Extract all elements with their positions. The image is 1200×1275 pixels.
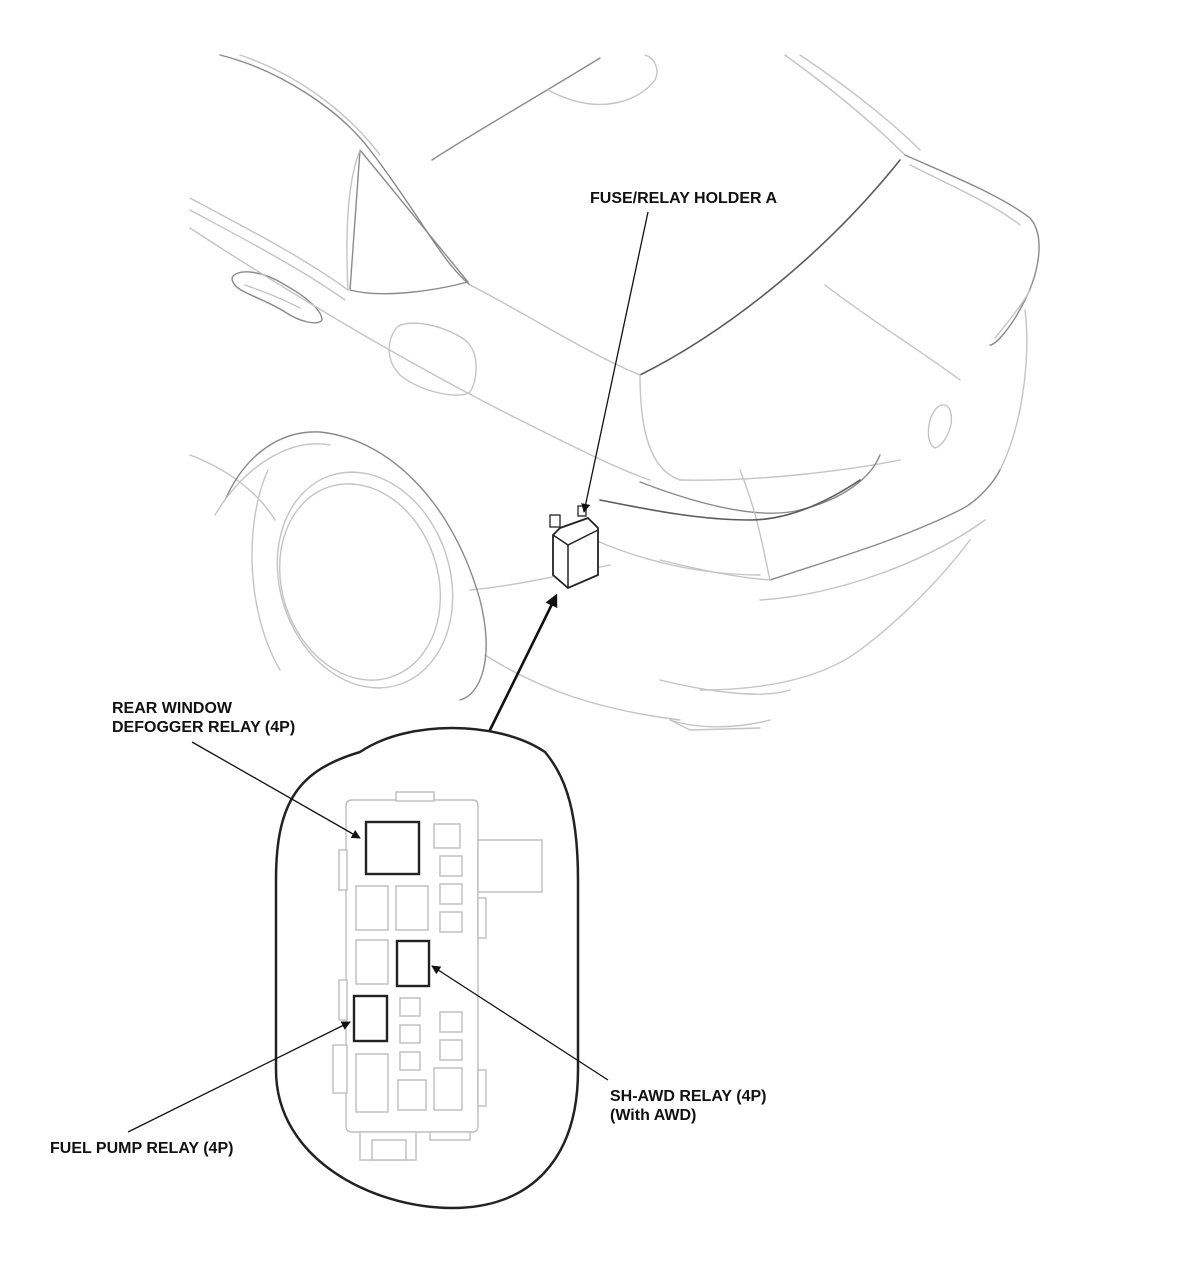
fuel-pump-leader — [127, 1021, 351, 1133]
shawd-leader — [431, 965, 609, 1081]
defogger-label-line2: DEFOGGER RELAY (4P) — [112, 719, 296, 736]
fuse-relay-holder-a — [549, 505, 599, 590]
detail-pointer-arrow — [486, 593, 558, 735]
rear-window-defogger-relay — [364, 820, 421, 876]
car-outline — [189, 54, 1040, 731]
fuel-pump-relay — [352, 994, 389, 1043]
shawd-label-line2: (With AWD) — [610, 1107, 697, 1124]
relay-box — [332, 791, 543, 1161]
holder-leader — [581, 211, 649, 513]
shawd-label-line1: SH-AWD RELAY (4P) — [610, 1088, 767, 1105]
fuel-pump-label: FUEL PUMP RELAY (4P) — [50, 1140, 234, 1157]
holder-label: FUSE/RELAY HOLDER A — [590, 190, 777, 207]
sh-awd-relay — [395, 939, 431, 988]
defogger-leader — [191, 741, 361, 839]
defogger-label-line1: REAR WINDOW — [112, 700, 232, 717]
